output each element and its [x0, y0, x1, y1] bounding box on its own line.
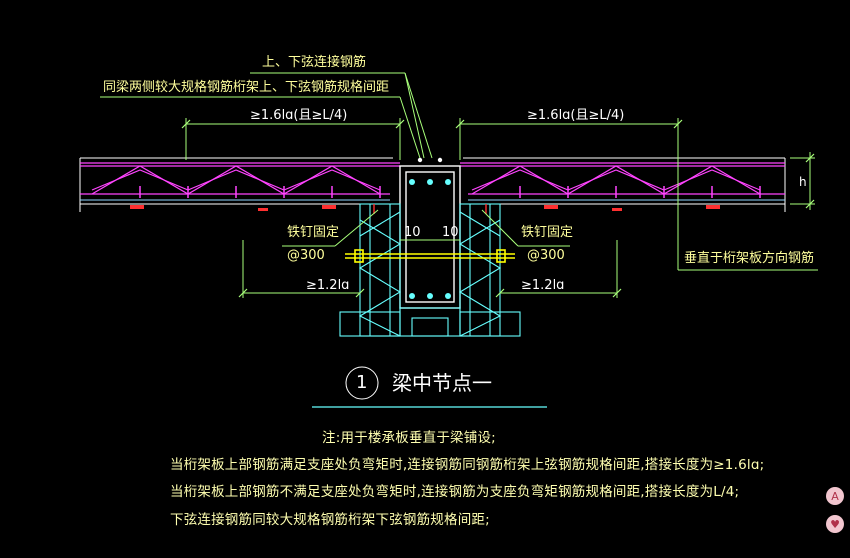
dim-10-right: 10: [442, 225, 459, 240]
nail-marks: [373, 204, 487, 214]
dimension-ticks: [181, 119, 815, 298]
anchor-length-right: ≥1.2lɑ: [521, 278, 565, 293]
beam-rebars: [409, 179, 451, 299]
nail-fix-right: 铁钉固定: [521, 225, 574, 240]
perpendicular-rebar-label: 垂直于桁架板方向钢筋: [684, 251, 815, 266]
title-block: [345, 366, 379, 400]
truss-web-right: [471, 165, 761, 195]
formwork-right: [458, 203, 521, 337]
dim-10-left: 10: [404, 225, 421, 240]
note-line-4: 下弦连接钢筋同较大规格钢筋桁架下弦钢筋规格间距;: [170, 512, 490, 528]
tie-bolt: [345, 249, 515, 263]
truss-top-chords: [80, 162, 785, 195]
anchor-length-left: ≥1.2lɑ: [306, 278, 350, 293]
red-rebar-marks: [130, 205, 720, 211]
note-line-1: 注:用于楼承板垂直于梁铺设;: [322, 430, 496, 446]
title-text: 梁中节点一: [392, 371, 492, 395]
formwork-bottom: [399, 307, 461, 337]
float-heart-button[interactable]: ♥: [826, 515, 844, 533]
spacing-left: @300: [287, 248, 325, 263]
formwork-left: [339, 203, 402, 337]
bottom-chord-ticks: [139, 186, 761, 198]
height-h-label: h: [799, 175, 807, 189]
lap-length-right: ≥1.6lɑ(且≥L/4): [527, 108, 625, 123]
slab-outline: [79, 157, 786, 212]
note-line-3: 当桁架板上部钢筋不满足支座处负弯矩时,连接钢筋为支座负弯矩钢筋规格间距,搭接长度…: [170, 484, 740, 500]
note-line-2: 当桁架板上部钢筋满足支座处负弯矩时,连接钢筋同钢筋桁架上弦钢筋规格间距,搭接长度…: [170, 457, 765, 473]
lap-length-left: ≥1.6lɑ(且≥L/4): [250, 108, 348, 123]
float-a-button[interactable]: A: [826, 487, 844, 505]
truss-web-left: [91, 165, 381, 195]
spacing-right: @300: [527, 248, 565, 263]
top-chord-connection-label: 上、下弦连接钢筋: [262, 55, 367, 70]
connection-bars-top: [417, 157, 443, 163]
beam-side-spacing-label: 同梁两侧较大规格钢筋桁架上、下弦钢筋规格间距: [103, 80, 390, 95]
nail-fix-left: 铁钉固定: [287, 225, 340, 240]
title-number: 1: [356, 372, 368, 393]
